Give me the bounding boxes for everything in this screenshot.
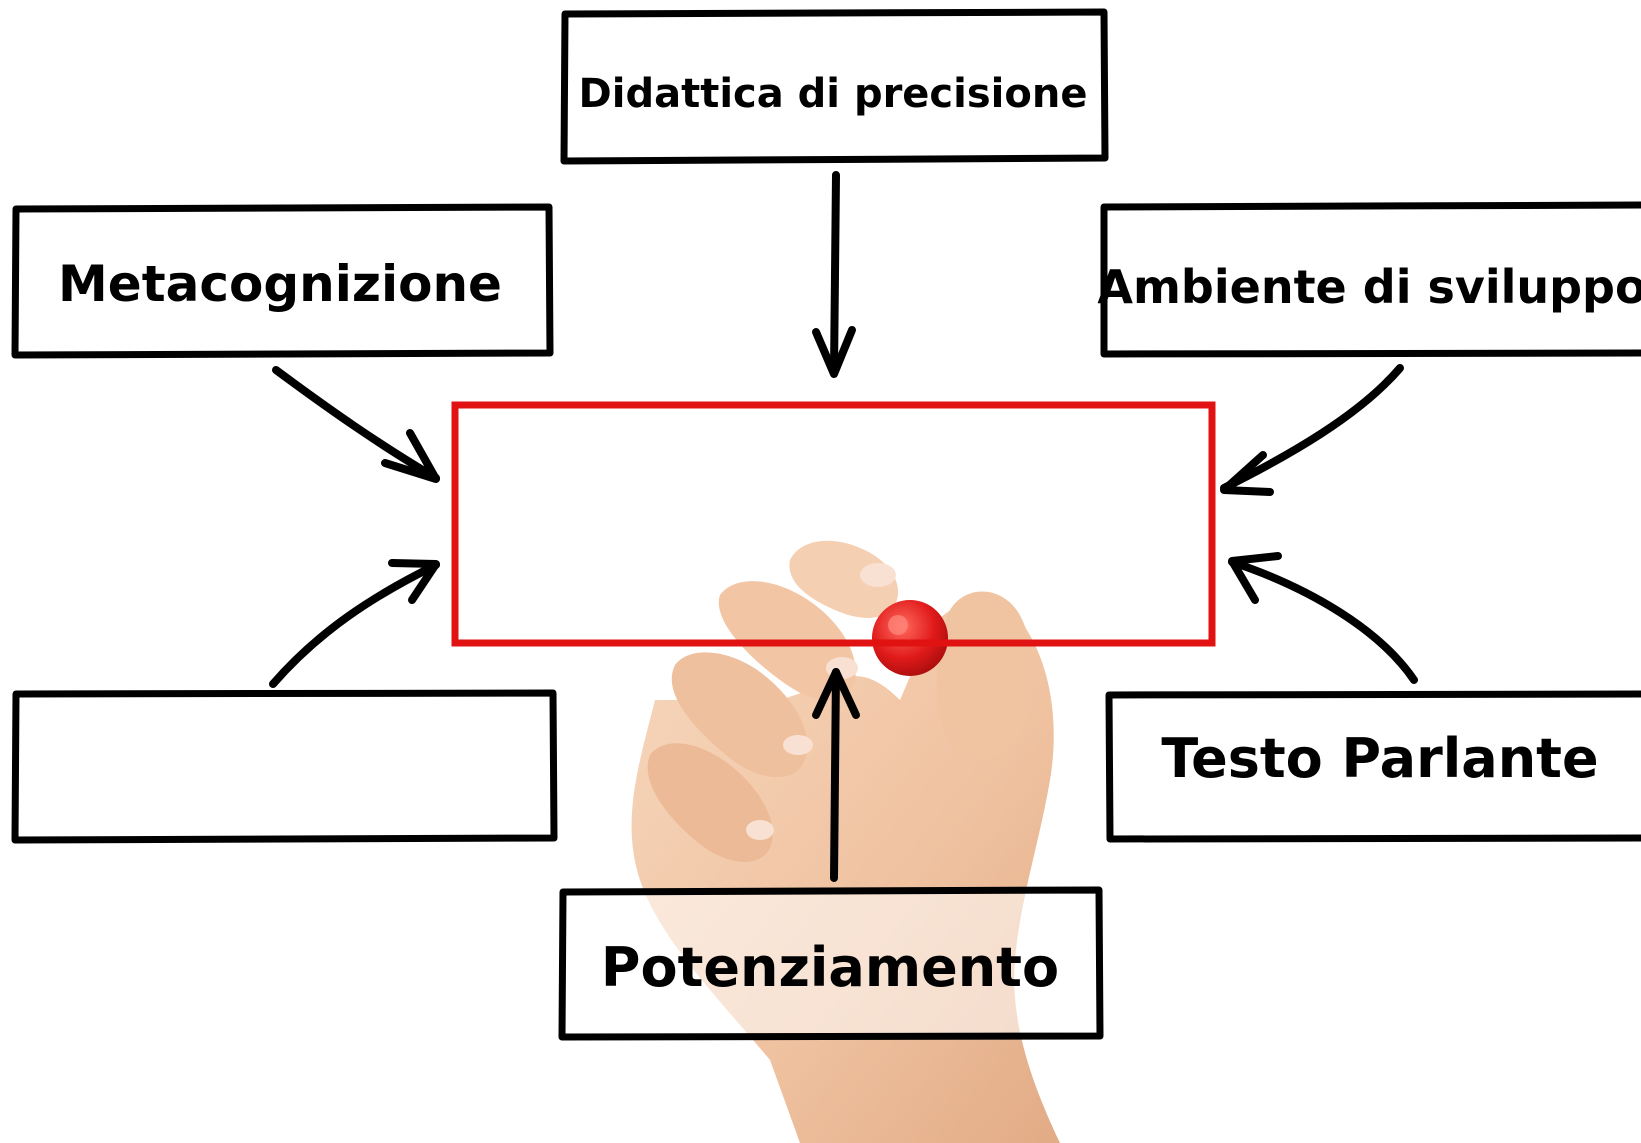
arrow-right-top-to-center xyxy=(1220,364,1404,496)
arrow-right-bottom-to-center xyxy=(1228,552,1418,684)
arrow-top-to-center xyxy=(812,171,856,378)
node-right-bottom-label: Testo Parlante xyxy=(1161,727,1598,790)
hand-holding-marker-icon xyxy=(631,540,1060,1143)
node-right-top-label: Ambiente di sviluppo xyxy=(1097,260,1641,314)
node-top-box: Didattica di precisione xyxy=(560,8,1109,165)
arrow-left-top-to-center xyxy=(272,366,440,483)
node-bottom-box: Potenziamento xyxy=(558,886,1104,1041)
marker-tip-icon xyxy=(872,600,948,676)
center-box xyxy=(451,401,1216,647)
node-right-top-box: Ambiente di sviluppo xyxy=(1097,201,1641,358)
node-bottom-label: Potenziamento xyxy=(601,936,1059,999)
node-top-label: Didattica di precisione xyxy=(579,71,1088,117)
node-left-top-box: Metacognizione xyxy=(11,203,554,359)
arrow-left-bottom-to-center xyxy=(269,559,440,688)
node-left-bottom-box xyxy=(11,689,558,844)
arrow-bottom-to-center xyxy=(812,668,860,882)
node-right-bottom-box: Testo Parlante xyxy=(1105,690,1641,843)
node-left-top-label: Metacognizione xyxy=(58,255,502,313)
